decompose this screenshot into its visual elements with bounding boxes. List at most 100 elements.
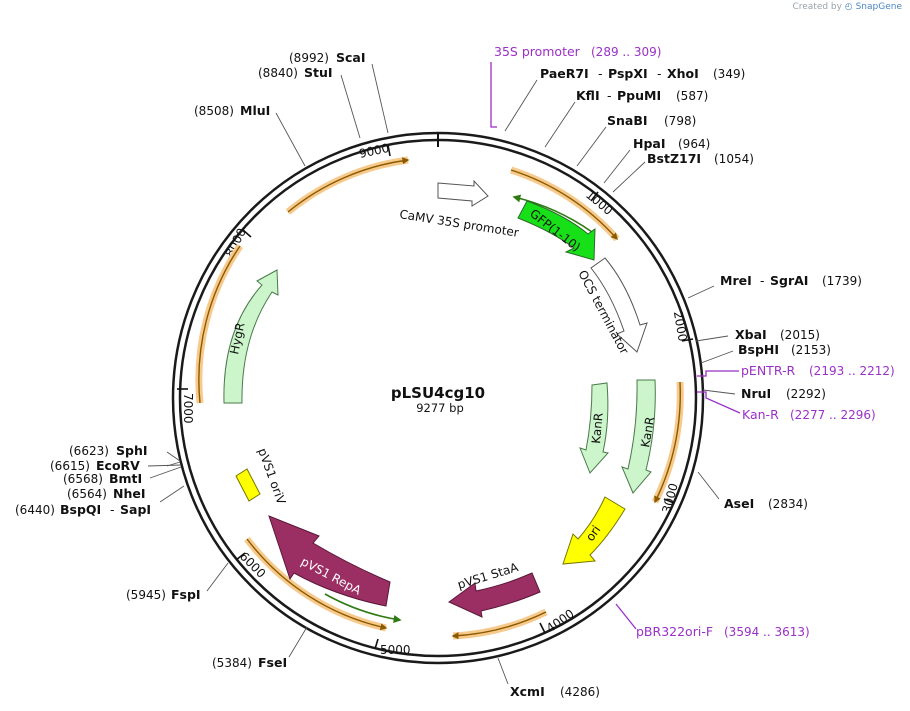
stui-name: StuI	[304, 65, 333, 80]
site-leaders	[147, 63, 736, 685]
pentr-name: pENTR-R	[741, 363, 796, 378]
xbai-name: XbaI	[735, 327, 767, 342]
hygr-arrow	[223, 269, 279, 404]
scai-name: ScaI	[336, 50, 366, 65]
repa-arrow	[268, 515, 391, 607]
bstz17i-pos: (1054)	[714, 152, 754, 166]
bspqi-pos: (6440)	[15, 503, 55, 517]
p35s-range: (289 .. 309)	[591, 45, 661, 59]
orf-arc-1	[287, 157, 410, 213]
fsei-name: FseI	[258, 655, 287, 670]
hpai-pos: (964)	[678, 137, 710, 151]
sapi-name: SapI	[120, 502, 151, 517]
bsphi-name: BspHI	[738, 342, 779, 357]
fspi-pos: (5945)	[126, 588, 166, 602]
bspqi-sep: -	[110, 502, 115, 517]
bstz17i-name: BstZ17I	[647, 151, 701, 166]
tick-marks	[177, 144, 694, 650]
xcmi-pos: (4286)	[560, 685, 600, 699]
orf-arc-5	[246, 538, 388, 631]
repa-orf-arc	[324, 593, 402, 623]
pbr-range: (3594 .. 3613)	[724, 625, 810, 639]
scai-pos: (8992)	[289, 51, 329, 65]
ecorv-name: EcoRV	[96, 458, 140, 473]
bmti-pos: (6568)	[63, 472, 103, 486]
paer7i-name: PaeR7I	[540, 66, 589, 81]
site-labels: (8992) ScaI (8840) StuI (8508) MluI 35S …	[15, 44, 895, 699]
orf-arc-2	[510, 169, 618, 241]
snabi-name: SnaBI	[607, 113, 648, 128]
plasmid-name: pLSU4cg10	[391, 384, 485, 402]
nrui-pos: (2292)	[786, 387, 826, 401]
kfli-name: KflI	[576, 88, 600, 103]
features	[223, 179, 656, 618]
ori-arrow	[562, 496, 626, 565]
oriv-label: pVS1 oriV	[255, 446, 289, 507]
nhei-pos: (6564)	[67, 487, 107, 501]
tick-9000: 9000	[358, 141, 391, 161]
mlui-pos: (8508)	[194, 104, 234, 118]
xbai-pos: (2015)	[780, 328, 820, 342]
mrei-sep: -	[760, 273, 765, 288]
asei-name: AseI	[724, 496, 754, 511]
snapgene-logo-icon: ◴	[844, 2, 853, 12]
orf-arcs	[195, 156, 684, 640]
kanr-arrow-2	[621, 379, 656, 494]
primer-marks	[490, 62, 741, 630]
gfp-arrow	[517, 200, 596, 261]
snapgene-credit: Created by ◴ SnapGene	[792, 2, 902, 12]
tick-5000: 5000	[380, 643, 411, 657]
pentr-range: (2193 .. 2212)	[809, 364, 895, 378]
credit-brand: SnapGene	[855, 2, 902, 12]
sphi-pos: (6623)	[69, 444, 109, 458]
xcmi-name: XcmI	[510, 684, 545, 699]
pspxi-name: PspXI	[608, 66, 648, 81]
oriv-box	[235, 468, 261, 502]
p35s-name: 35S promoter	[494, 44, 581, 59]
kanr2-label: KanR	[638, 416, 657, 449]
nrui-name: NruI	[741, 386, 771, 401]
kanr-primer-name: Kan-R	[742, 407, 779, 422]
tick-7000: 7000	[181, 393, 195, 424]
sgrai-name: SgrAI	[770, 273, 808, 288]
stab-arrow	[448, 572, 541, 618]
gfp-orf-arc	[512, 194, 593, 233]
snabi-pos: (798)	[664, 114, 696, 128]
orf-arc-4	[451, 611, 547, 640]
kanr-primer-range: (2277 .. 2296)	[790, 408, 876, 422]
fspi-name: FspI	[171, 587, 201, 602]
paer7i-pos: (349)	[713, 67, 745, 81]
camv-label: CaMV 35S promoter	[399, 207, 520, 240]
kfli-pos: (587)	[676, 89, 708, 103]
hygr-label: HygR	[227, 321, 247, 355]
bsphi-pos: (2153)	[791, 343, 831, 357]
kanr1-label: KanR	[589, 412, 606, 444]
hpai-name: HpaI	[633, 136, 666, 151]
orf-arc-6	[198, 245, 241, 404]
xhoi-name: XhoI	[667, 66, 699, 81]
pbr-name: pBR322ori-F	[636, 624, 713, 639]
mrei-name: MreI	[720, 273, 752, 288]
kfli-sep: -	[607, 88, 612, 103]
mrei-pos: (1739)	[822, 274, 862, 288]
ecorv-pos: (6615)	[50, 459, 90, 473]
plasmid-size: 9277 bp	[416, 401, 464, 415]
paer7i-sep2: -	[657, 66, 662, 81]
fsei-pos: (5384)	[212, 656, 252, 670]
kanr-arrow-1	[579, 382, 609, 474]
stui-pos: (8840)	[258, 66, 298, 80]
bmti-name: BmtI	[109, 471, 142, 486]
camv-promoter-arrow	[437, 179, 489, 207]
tick-4000: 4000	[544, 606, 577, 635]
paer7i-sep1: -	[598, 66, 603, 81]
orf-arc-3	[654, 381, 681, 504]
asei-pos: (2834)	[768, 497, 808, 511]
mlui-name: MluI	[240, 103, 270, 118]
bspqi-name: BspQI	[60, 502, 101, 517]
tick-2000: 2000	[671, 310, 690, 343]
ocs-terminator-arrow	[590, 257, 648, 353]
credit-prefix: Created by	[792, 2, 842, 12]
sphi-name: SphI	[116, 443, 148, 458]
nhei-name: NheI	[113, 486, 146, 501]
